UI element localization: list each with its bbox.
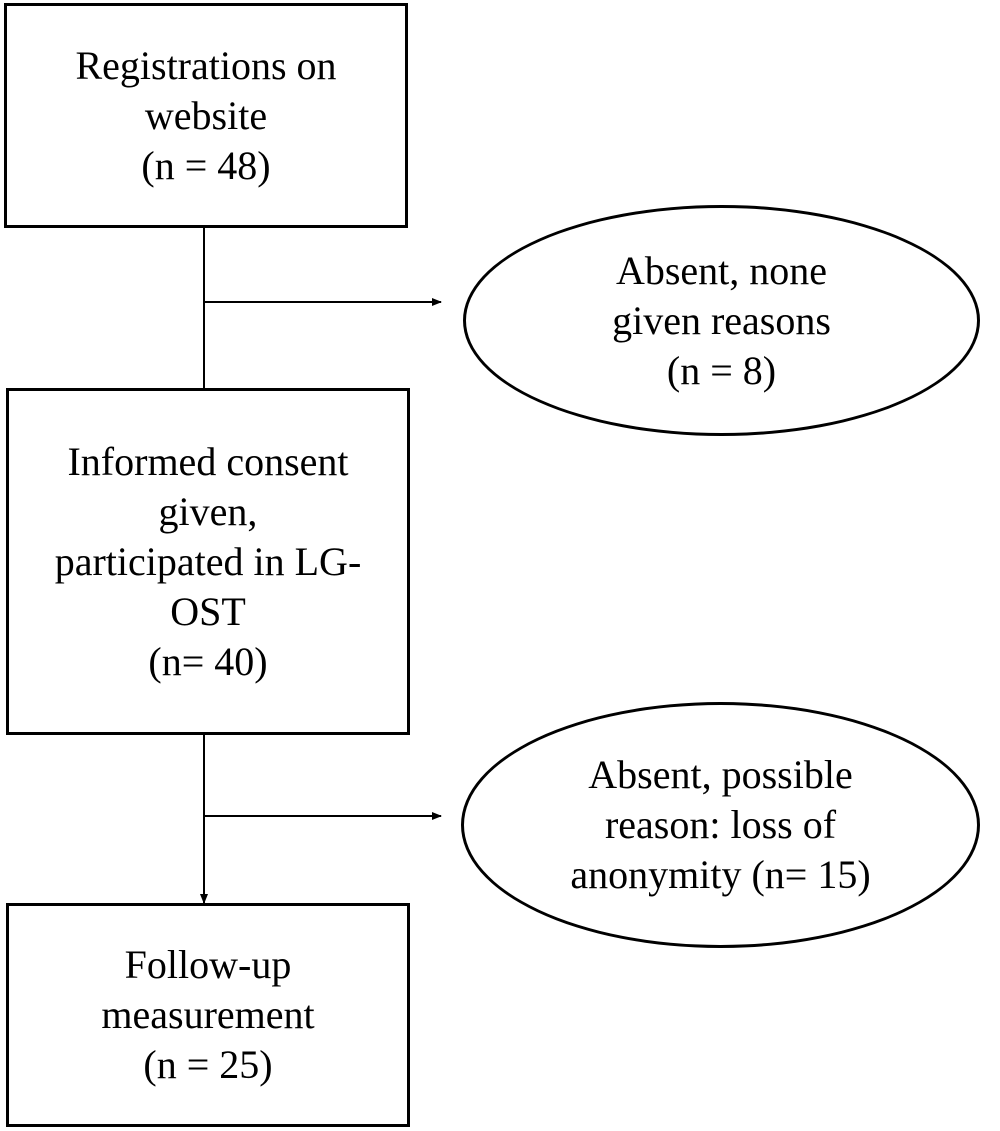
node-follow-up: Follow-up measurement (n = 25) (6, 903, 410, 1127)
follow-up-line-2: measurement (101, 992, 315, 1037)
follow-up-line-3: (n = 25) (143, 1042, 273, 1087)
absent-none-line-1: Absent, none (615, 247, 828, 293)
absent-possible-line-2: reason: loss of (604, 802, 837, 847)
registrations-line-1: Registrations on (75, 42, 337, 88)
absent-none-line-2: given reasons (612, 297, 831, 343)
absent-possible-line-3: anonymity (n= 15) (570, 852, 871, 897)
consent-line-2: given, (158, 488, 258, 534)
node-registrations: Registrations on website (n = 48) (4, 3, 408, 228)
follow-up-line-1: Follow-up (124, 942, 292, 987)
absent-possible-line-1: Absent, possible (588, 752, 853, 797)
node-absent-possible: Absent, possible reason: loss of anonymi… (461, 702, 980, 948)
consent-line-5: (n= 40) (148, 638, 268, 684)
consent-line-1: Informed consent (67, 438, 349, 484)
node-informed-consent: Informed consent given, participated in … (6, 388, 410, 735)
registrations-line-3: (n = 48) (141, 142, 271, 188)
consent-line-4: OST (170, 588, 246, 634)
absent-none-line-3: (n = 8) (666, 347, 777, 393)
node-absent-none: Absent, none given reasons (n = 8) (463, 205, 980, 436)
registrations-line-2: website (144, 92, 268, 138)
consent-line-3: participated in LG- (54, 538, 362, 584)
